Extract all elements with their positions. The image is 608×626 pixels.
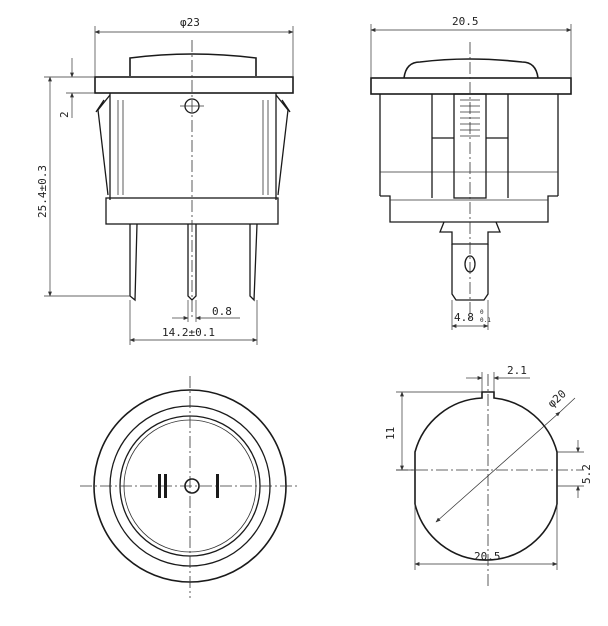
panel-cutout: φ20 2.1 11 5.2 20.5 [384,364,593,586]
side-flange [370,77,572,95]
side-channel [431,94,509,198]
cutout-outline [414,391,558,561]
top-off-symbol-b [164,474,167,498]
side-view: 20.5 4.8 0 0.1 [370,15,572,330]
side-terminal-width-label: 4.8 [454,311,474,324]
top-on-symbol [216,474,219,498]
top-lamp-symbol [184,478,200,494]
front-body-sides [109,93,277,200]
side-width-label: 20.5 [452,15,479,28]
front-clip-slots [117,100,269,195]
front-step-label: 2 [58,111,71,118]
front-pin-pitch-label: 14.2±0.1 [162,326,215,339]
side-rocker-cap [403,58,539,79]
side-tol-upper: 0 [480,309,484,316]
top-off-symbol-a [158,474,161,498]
front-rocker-cap [129,53,257,76]
cutout-width-label: 20.5 [474,550,501,563]
side-base [380,195,558,223]
front-height-label: 25.4±0.3 [36,165,49,218]
front-right-clip [275,94,291,196]
cutout-slot-width-label: 2.1 [507,364,527,377]
front-pin-left [129,223,138,302]
top-view [80,376,300,598]
side-terminal-blade [451,244,489,301]
side-body [379,94,559,196]
side-tol-lower: 0.1 [480,317,491,324]
cutout-height-label: 11 [384,427,397,440]
front-pin-width-label: 0.8 [212,305,232,318]
front-flange [94,76,294,94]
front-diameter-label: φ23 [180,16,200,29]
front-left-clip [95,94,111,196]
front-pin-right [249,223,258,302]
cutout-flat-label: 5.2 [580,464,593,484]
front-view: φ23 25.4±0.3 2 0.8 14.2±0.1 [36,16,294,345]
